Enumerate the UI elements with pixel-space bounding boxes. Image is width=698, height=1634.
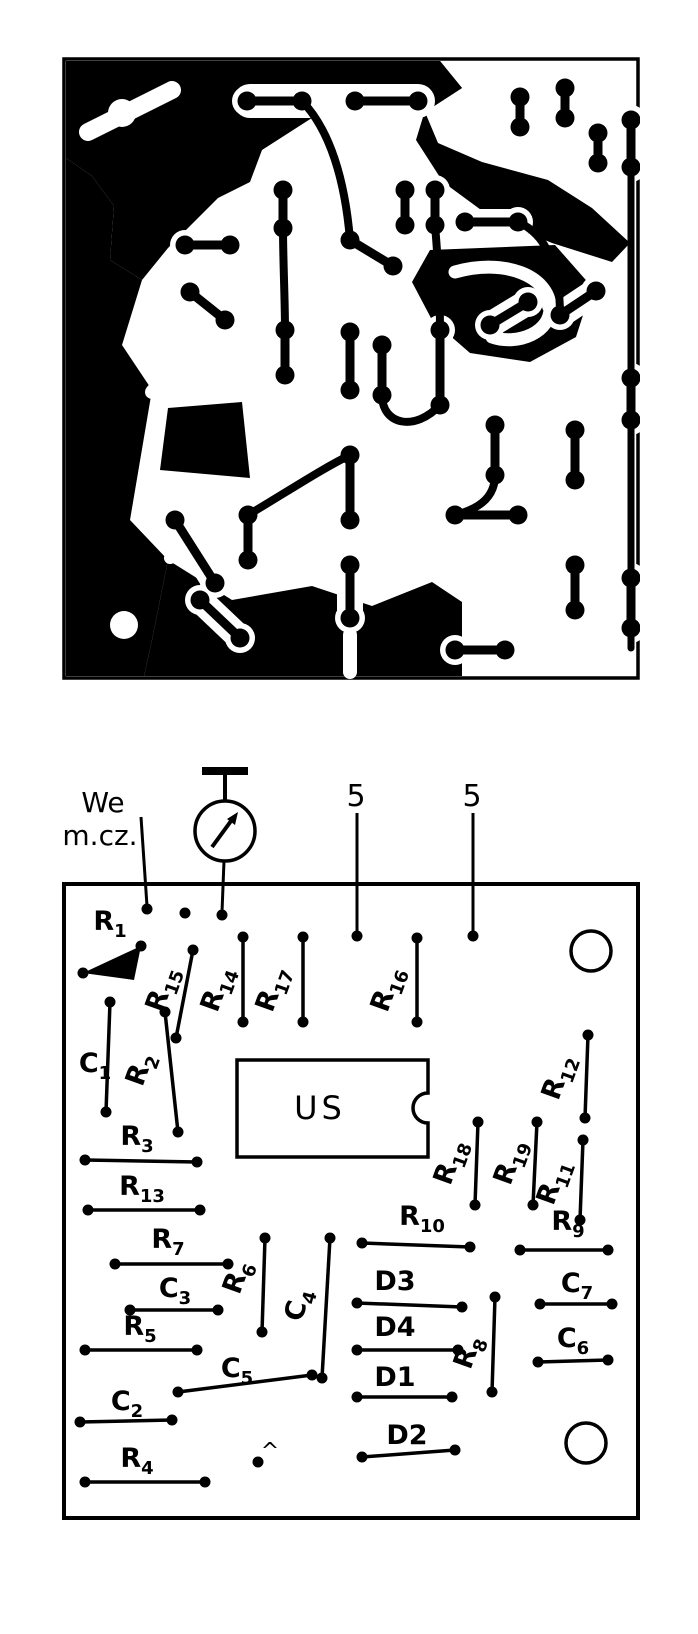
- mounting-hole-bottom-left: [110, 611, 138, 639]
- pcb-pad-trace: [588, 123, 608, 173]
- component-label-C1: C1: [79, 1048, 111, 1084]
- component-R13: R13: [82, 1171, 206, 1216]
- pcb-pad-trace: [621, 568, 640, 638]
- pcb-pad-trace: [565, 555, 585, 620]
- meter-icon: [193, 767, 257, 913]
- caret-mark: ^: [261, 1439, 279, 1464]
- we-leader-line: [139, 816, 149, 907]
- component-R10: R10: [356, 1201, 476, 1253]
- component-R7: R7: [109, 1224, 234, 1270]
- component-R9: R9: [514, 1206, 614, 1256]
- pcb-pad-trace: [237, 91, 312, 111]
- pcb-pad-trace: [165, 510, 225, 593]
- component-D1: D1: [351, 1362, 458, 1403]
- pcb-pad-trace: [345, 91, 428, 111]
- solder-pad-dot: [141, 903, 153, 915]
- pcb-pad-trace: [555, 78, 575, 128]
- component-D3: D3: [351, 1266, 468, 1313]
- pcb-pad-trace: [190, 590, 250, 648]
- component-C3: C3: [124, 1273, 224, 1316]
- five-left-label: 5: [346, 779, 365, 814]
- pcb-pad-trace: [372, 335, 392, 405]
- component-label-R3: R3: [120, 1121, 153, 1157]
- we-label-line1: We: [81, 786, 124, 819]
- component-label-R1: R1: [93, 906, 126, 942]
- pcb-pad-trace: [510, 87, 530, 137]
- component-R1: R1: [77, 906, 147, 980]
- solder-pad-dot: [179, 907, 191, 919]
- pcb-pad-trace: [425, 180, 445, 235]
- component-D4: D4: [351, 1312, 464, 1356]
- component-label-D1: D1: [374, 1362, 415, 1393]
- component-C7: C7: [534, 1268, 618, 1310]
- pcb-pad-trace: [395, 180, 415, 235]
- solder-pad-dot: [351, 930, 363, 942]
- component-label-R5: R5: [123, 1311, 156, 1347]
- pcb-pad-trace: [175, 235, 240, 255]
- pcb-pad-trace: [445, 505, 528, 525]
- component-R3: R3: [79, 1121, 203, 1168]
- component-C6: C6: [532, 1323, 614, 1368]
- ic-label: US: [294, 1089, 346, 1127]
- component-C5: C5: [172, 1353, 318, 1398]
- component-label-R7: R7: [151, 1224, 184, 1260]
- pcb-pad-trace: [550, 281, 606, 325]
- component-label-R4: R4: [120, 1443, 153, 1479]
- copper-regions: [66, 61, 630, 676]
- pcb-pad-trace: [621, 110, 640, 177]
- board-outline: [62, 882, 640, 1520]
- solder-pad-dot: [216, 909, 228, 921]
- component-R5: R5: [79, 1311, 203, 1356]
- component-label-C2: C2: [111, 1386, 143, 1422]
- component-label-R13: R13: [119, 1171, 165, 1207]
- component-label-D4: D4: [374, 1312, 415, 1343]
- we-label-line2: m.cz.: [62, 819, 137, 852]
- pcb-pad-trace: [430, 320, 450, 415]
- component-label-C7: C7: [561, 1268, 593, 1304]
- component-label-D3: D3: [374, 1266, 415, 1297]
- pcb-pad-trace: [340, 322, 360, 400]
- pcb-pad-trace: [445, 640, 515, 660]
- component-triangle-R1: [83, 946, 141, 980]
- mounting-hole-top-left: [108, 99, 136, 127]
- ic-outline: [235, 1058, 430, 1159]
- component-label-C3: C3: [159, 1273, 191, 1309]
- pcb-pad-trace: [621, 368, 640, 430]
- pcb-pad-trace: [480, 292, 538, 335]
- pcb-pad-trace: [565, 420, 585, 490]
- pcb-pad-trace: [485, 415, 505, 485]
- meter-needle-arrowhead: [227, 812, 238, 825]
- pcb-pad-trace: [275, 320, 295, 385]
- component-label-R10: R10: [399, 1201, 445, 1237]
- mounting-hole: [569, 929, 613, 973]
- meter-needle: [210, 819, 233, 849]
- mounting-hole: [564, 1421, 608, 1465]
- pcb-pad-trace: [340, 445, 360, 530]
- pcb-pad-trace: [273, 180, 293, 238]
- meter-leader-line: [220, 860, 226, 913]
- pcb-pad-trace: [340, 230, 403, 276]
- pcb-pad-trace: [340, 555, 360, 628]
- pcb-pad-trace: [455, 212, 528, 232]
- solder-pad-dot: [252, 1456, 264, 1468]
- component-label-R9: R9: [551, 1206, 584, 1242]
- component-label-C5: C5: [221, 1353, 253, 1389]
- pcb-pad-trace: [238, 505, 258, 570]
- five-right-label: 5: [462, 779, 481, 814]
- component-label-C6: C6: [557, 1323, 589, 1359]
- pads-and-jumpers-layer: [165, 78, 640, 660]
- pcb-pad-trace: [180, 282, 235, 330]
- pcb-copper-layout: [62, 57, 640, 680]
- component-label-D2: D2: [386, 1420, 427, 1451]
- solid-copper-pour: [160, 402, 250, 478]
- component-R4: R4: [79, 1443, 211, 1488]
- component-R12: R12: [536, 1029, 594, 1124]
- component-C1: C1: [79, 996, 116, 1118]
- component-C2: C2: [74, 1386, 178, 1428]
- solder-pad-dot: [467, 930, 479, 942]
- component-D2: D2: [356, 1420, 461, 1463]
